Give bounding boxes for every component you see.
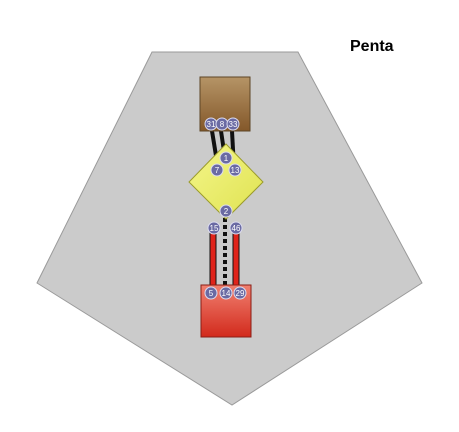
gate-33-label: 33 [229,120,238,129]
gate-15-label: 15 [210,224,219,233]
gate-13-label: 13 [231,166,240,175]
gate-29-label: 29 [236,289,245,298]
g-center-diamond [188,143,264,220]
diagram-title: Penta [350,38,394,55]
gate-14: 14 [219,286,233,300]
gate-29: 29 [233,286,247,300]
gate-2-label: 2 [224,207,229,216]
gate-14-label: 14 [222,289,231,298]
gate-8-label: 8 [220,120,225,129]
channel-15-5 [209,232,217,292]
gate-13: 13 [228,163,242,177]
gate-7: 7 [210,163,224,177]
gate-46: 46 [229,221,243,235]
gate-31: 31 [204,117,218,131]
gate-5: 5 [204,286,218,300]
channel-46-29 [232,232,240,292]
gate-8: 8 [215,117,229,131]
gate-31-label: 31 [207,120,216,129]
gate-7-label: 7 [215,166,220,175]
gate-15: 15 [207,221,221,235]
pentagon-shape [36,51,423,406]
gate-2: 2 [219,204,233,218]
gate-5-label: 5 [209,289,214,298]
gate-46-label: 46 [232,224,241,233]
gate-1: 1 [219,151,233,165]
gate-33: 33 [226,117,240,131]
gate-1-label: 1 [224,154,229,163]
